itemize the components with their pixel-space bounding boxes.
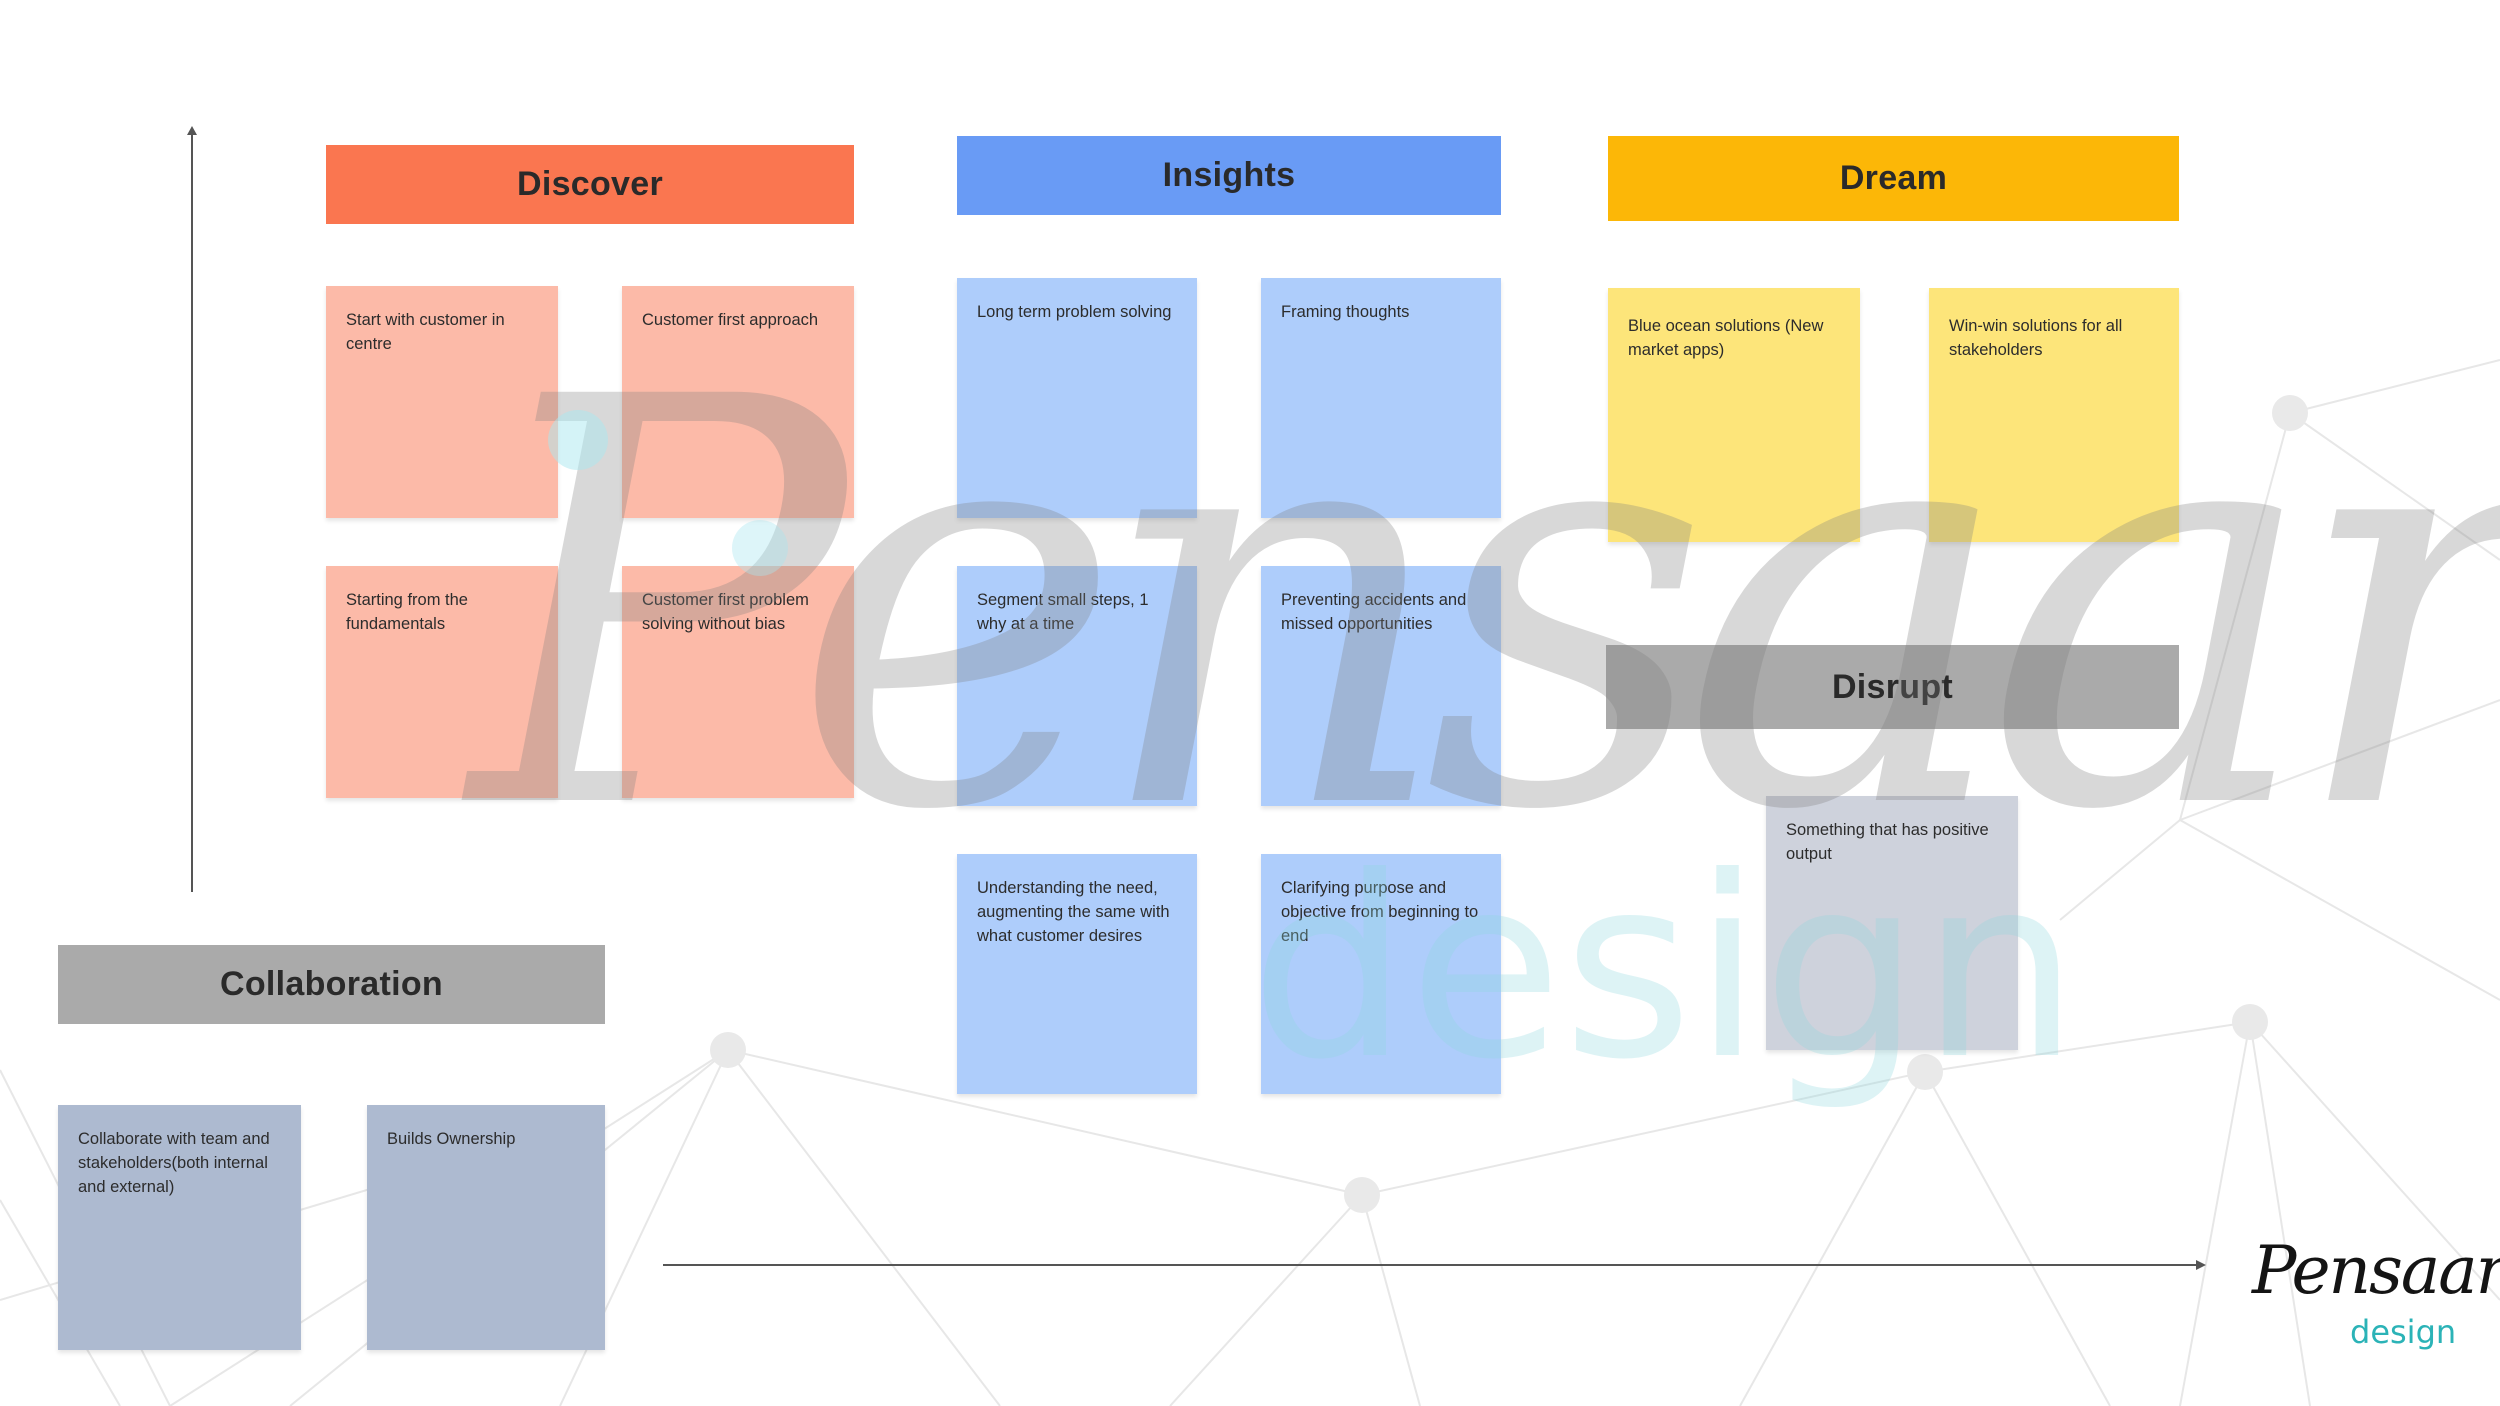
insights-header: Insights: [957, 136, 1501, 215]
insights-note: Long term problem solving: [957, 278, 1197, 518]
disrupt-header: Disrupt: [1606, 645, 2179, 729]
collaboration-note: Collaborate with team and stakeholders(b…: [58, 1105, 301, 1350]
logo-sub-text: design: [2350, 1313, 2457, 1351]
insights-note: Framing thoughts: [1261, 278, 1501, 518]
insights-note: Segment small steps, 1 why at a time: [957, 566, 1197, 806]
discover-note: Starting from the fundamentals: [326, 566, 558, 798]
discover-header: Discover: [326, 145, 854, 224]
collaboration-note: Builds Ownership: [367, 1105, 605, 1350]
insights-note: Understanding the need, augmenting the s…: [957, 854, 1197, 1094]
collaboration-header: Collaboration: [58, 945, 605, 1024]
logo-main-text: Pensaar: [2252, 1232, 2500, 1309]
pensaar-logo-icon: [2248, 1248, 2448, 1358]
disrupt-note: Something that has positive output: [1766, 796, 2018, 1050]
insights-note: Clarifying purpose and objective from be…: [1261, 854, 1501, 1094]
discover-note: Customer first approach: [622, 286, 854, 518]
insights-note: Preventing accidents and missed opportun…: [1261, 566, 1501, 806]
dream-note: Win-win solutions for all stakeholders: [1929, 288, 2179, 542]
discover-note: Start with customer in centre: [326, 286, 558, 518]
horizontal-axis: [663, 1260, 2206, 1270]
dream-header: Dream: [1608, 136, 2179, 221]
discover-note: Customer first problem solving without b…: [622, 566, 854, 798]
vertical-axis: [187, 126, 197, 892]
dream-note: Blue ocean solutions (New market apps): [1608, 288, 1860, 542]
